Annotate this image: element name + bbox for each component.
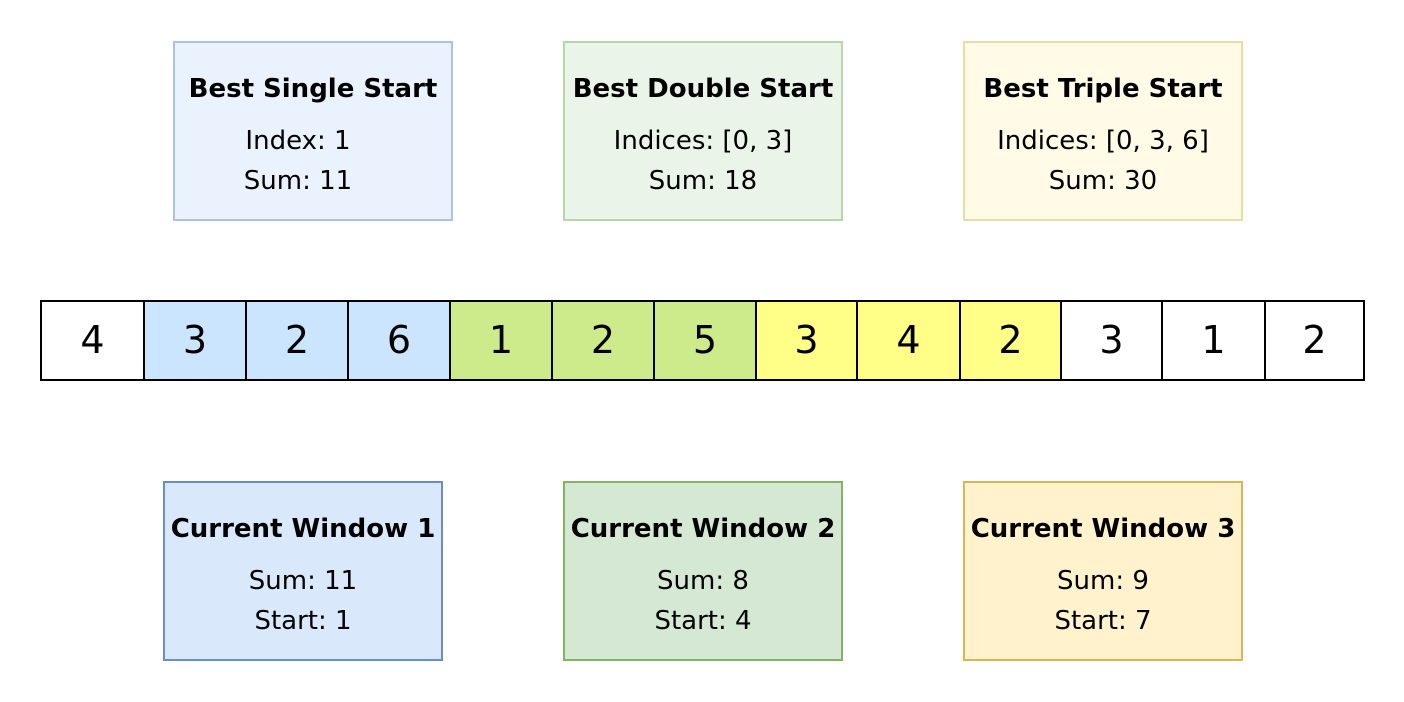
current-window-1-start: Start: 1 — [254, 606, 352, 636]
current-window-1-box: Current Window 1 Sum: 11 Start: 1 — [163, 481, 443, 661]
best-double-start-box: Best Double Start Indices: [0, 3] Sum: 1… — [563, 41, 843, 221]
current-window-2-box: Current Window 2 Sum: 8 Start: 4 — [563, 481, 843, 661]
current-window-2-start: Start: 4 — [654, 606, 752, 636]
best-double-start-sum: Sum: 18 — [648, 166, 758, 196]
array-cell-2: 2 — [245, 300, 349, 381]
array-cell-3: 6 — [347, 300, 451, 381]
best-triple-start-title: Best Triple Start — [983, 74, 1223, 104]
best-double-start-indices: Indices: [0, 3] — [613, 126, 793, 156]
array-cell-10: 3 — [1060, 300, 1163, 381]
current-window-3-sum: Sum: 9 — [1057, 566, 1149, 596]
best-single-start-box: Best Single Start Index: 1 Sum: 11 — [173, 41, 453, 221]
array-cell-6: 5 — [653, 300, 757, 381]
current-window-3-title: Current Window 3 — [970, 514, 1236, 544]
array-cell-4: 1 — [449, 300, 553, 381]
array-cell-7: 3 — [755, 300, 858, 381]
current-window-1-sum: Sum: 11 — [248, 566, 358, 596]
best-triple-start-box: Best Triple Start Indices: [0, 3, 6] Sum… — [963, 41, 1243, 221]
best-triple-start-indices: Indices: [0, 3, 6] — [997, 126, 1209, 156]
current-window-3-box: Current Window 3 Sum: 9 Start: 7 — [963, 481, 1243, 661]
array-cell-1: 3 — [143, 300, 247, 381]
best-single-start-sum: Sum: 11 — [243, 166, 353, 196]
best-single-start-title: Best Single Start — [188, 74, 438, 104]
current-window-1-title: Current Window 1 — [170, 514, 436, 544]
array-cell-9: 2 — [959, 300, 1062, 381]
current-window-2-title: Current Window 2 — [570, 514, 836, 544]
best-triple-start-sum: Sum: 30 — [1048, 166, 1158, 196]
array-cell-11: 1 — [1161, 300, 1266, 381]
array-cell-8: 4 — [856, 300, 961, 381]
array-cell-12: 2 — [1264, 300, 1365, 381]
current-window-3-start: Start: 7 — [1054, 606, 1152, 636]
array-cell-5: 2 — [551, 300, 655, 381]
best-single-start-index: Index: 1 — [245, 126, 351, 156]
array-cell-0: 4 — [40, 300, 145, 381]
current-window-2-sum: Sum: 8 — [657, 566, 749, 596]
best-double-start-title: Best Double Start — [572, 74, 834, 104]
